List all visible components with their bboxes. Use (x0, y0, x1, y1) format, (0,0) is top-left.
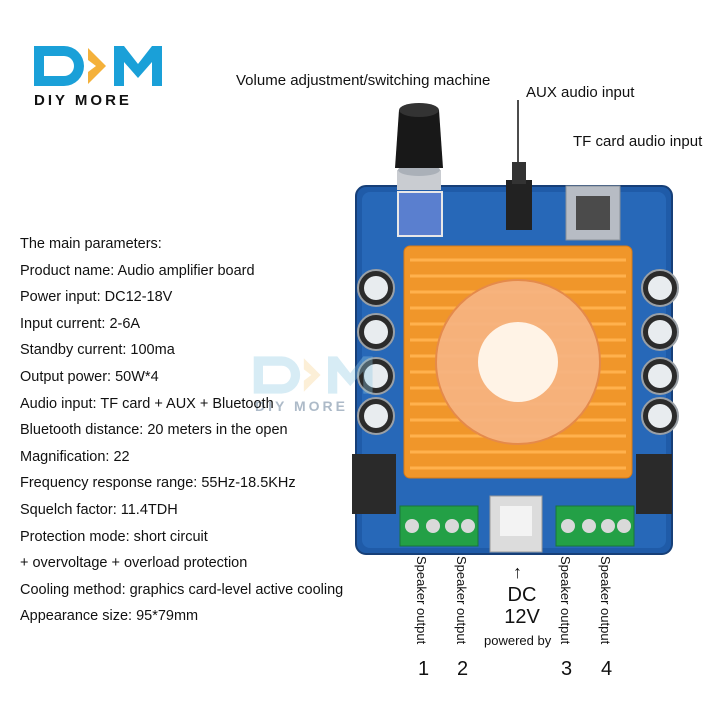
dc-text: DC (507, 584, 537, 606)
parameter-line: Audio input: TF card + AUX + Bluetooth (20, 395, 274, 412)
powered-by-label: powered by (484, 633, 552, 648)
parameter-line: + overvoltage + overload protection (20, 555, 248, 572)
parameter-line: Protection mode: short circuit (20, 528, 208, 545)
volume-callout: Volume adjustment/switching machine (236, 72, 491, 89)
watermark-logo-icon (253, 356, 373, 394)
speaker-number-2: 2 (457, 658, 469, 680)
parameter-line: Frequency response range: 55Hz-18.5KHz (20, 475, 296, 492)
parameter-line: Product name: Audio amplifier board (20, 262, 255, 279)
parameter-heading: The main parameters: (20, 236, 162, 252)
parameter-line: Bluetooth distance: 20 meters in the ope… (20, 422, 288, 439)
parameter-line: Squelch factor: 11.4TDH (20, 502, 178, 518)
dc-label: DC 12V (500, 584, 544, 628)
parameter-line: Appearance size: 95*79mm (20, 608, 199, 625)
speaker-output-label-1: Speaker output (414, 556, 429, 645)
dm-logo-mark-icon (34, 46, 162, 86)
logo-wordmark: DIY MORE (34, 92, 132, 109)
parameter-line: Power input: DC12-18V (20, 289, 173, 306)
parameter-line: Cooling method: graphics card-level acti… (20, 581, 344, 598)
speaker-number-4: 4 (601, 658, 613, 680)
aux-callout: AUX audio input (526, 84, 635, 101)
dc-voltage: 12V (504, 606, 540, 628)
speaker-number-3: 3 (561, 658, 573, 680)
speaker-number-1: 1 (418, 658, 430, 680)
speaker-output-label-2: Speaker output (454, 556, 469, 645)
parameter-line: Standby current: 100ma (20, 342, 175, 359)
parameter-line: Magnification: 22 (20, 448, 130, 465)
parameter-line: Input current: 2-6A (20, 315, 141, 332)
dc-arrow-icon: ↑ (513, 562, 522, 582)
speaker-output-label-3: Speaker output (558, 556, 573, 645)
watermark-wordmark: DIY MORE (255, 398, 348, 414)
parameter-line: Output power: 50W*4 (20, 369, 159, 385)
speaker-output-label-4: Speaker output (598, 556, 613, 645)
diy-more-logo: DIY MORE (30, 42, 170, 112)
tf-callout: TF card audio input (573, 133, 703, 150)
